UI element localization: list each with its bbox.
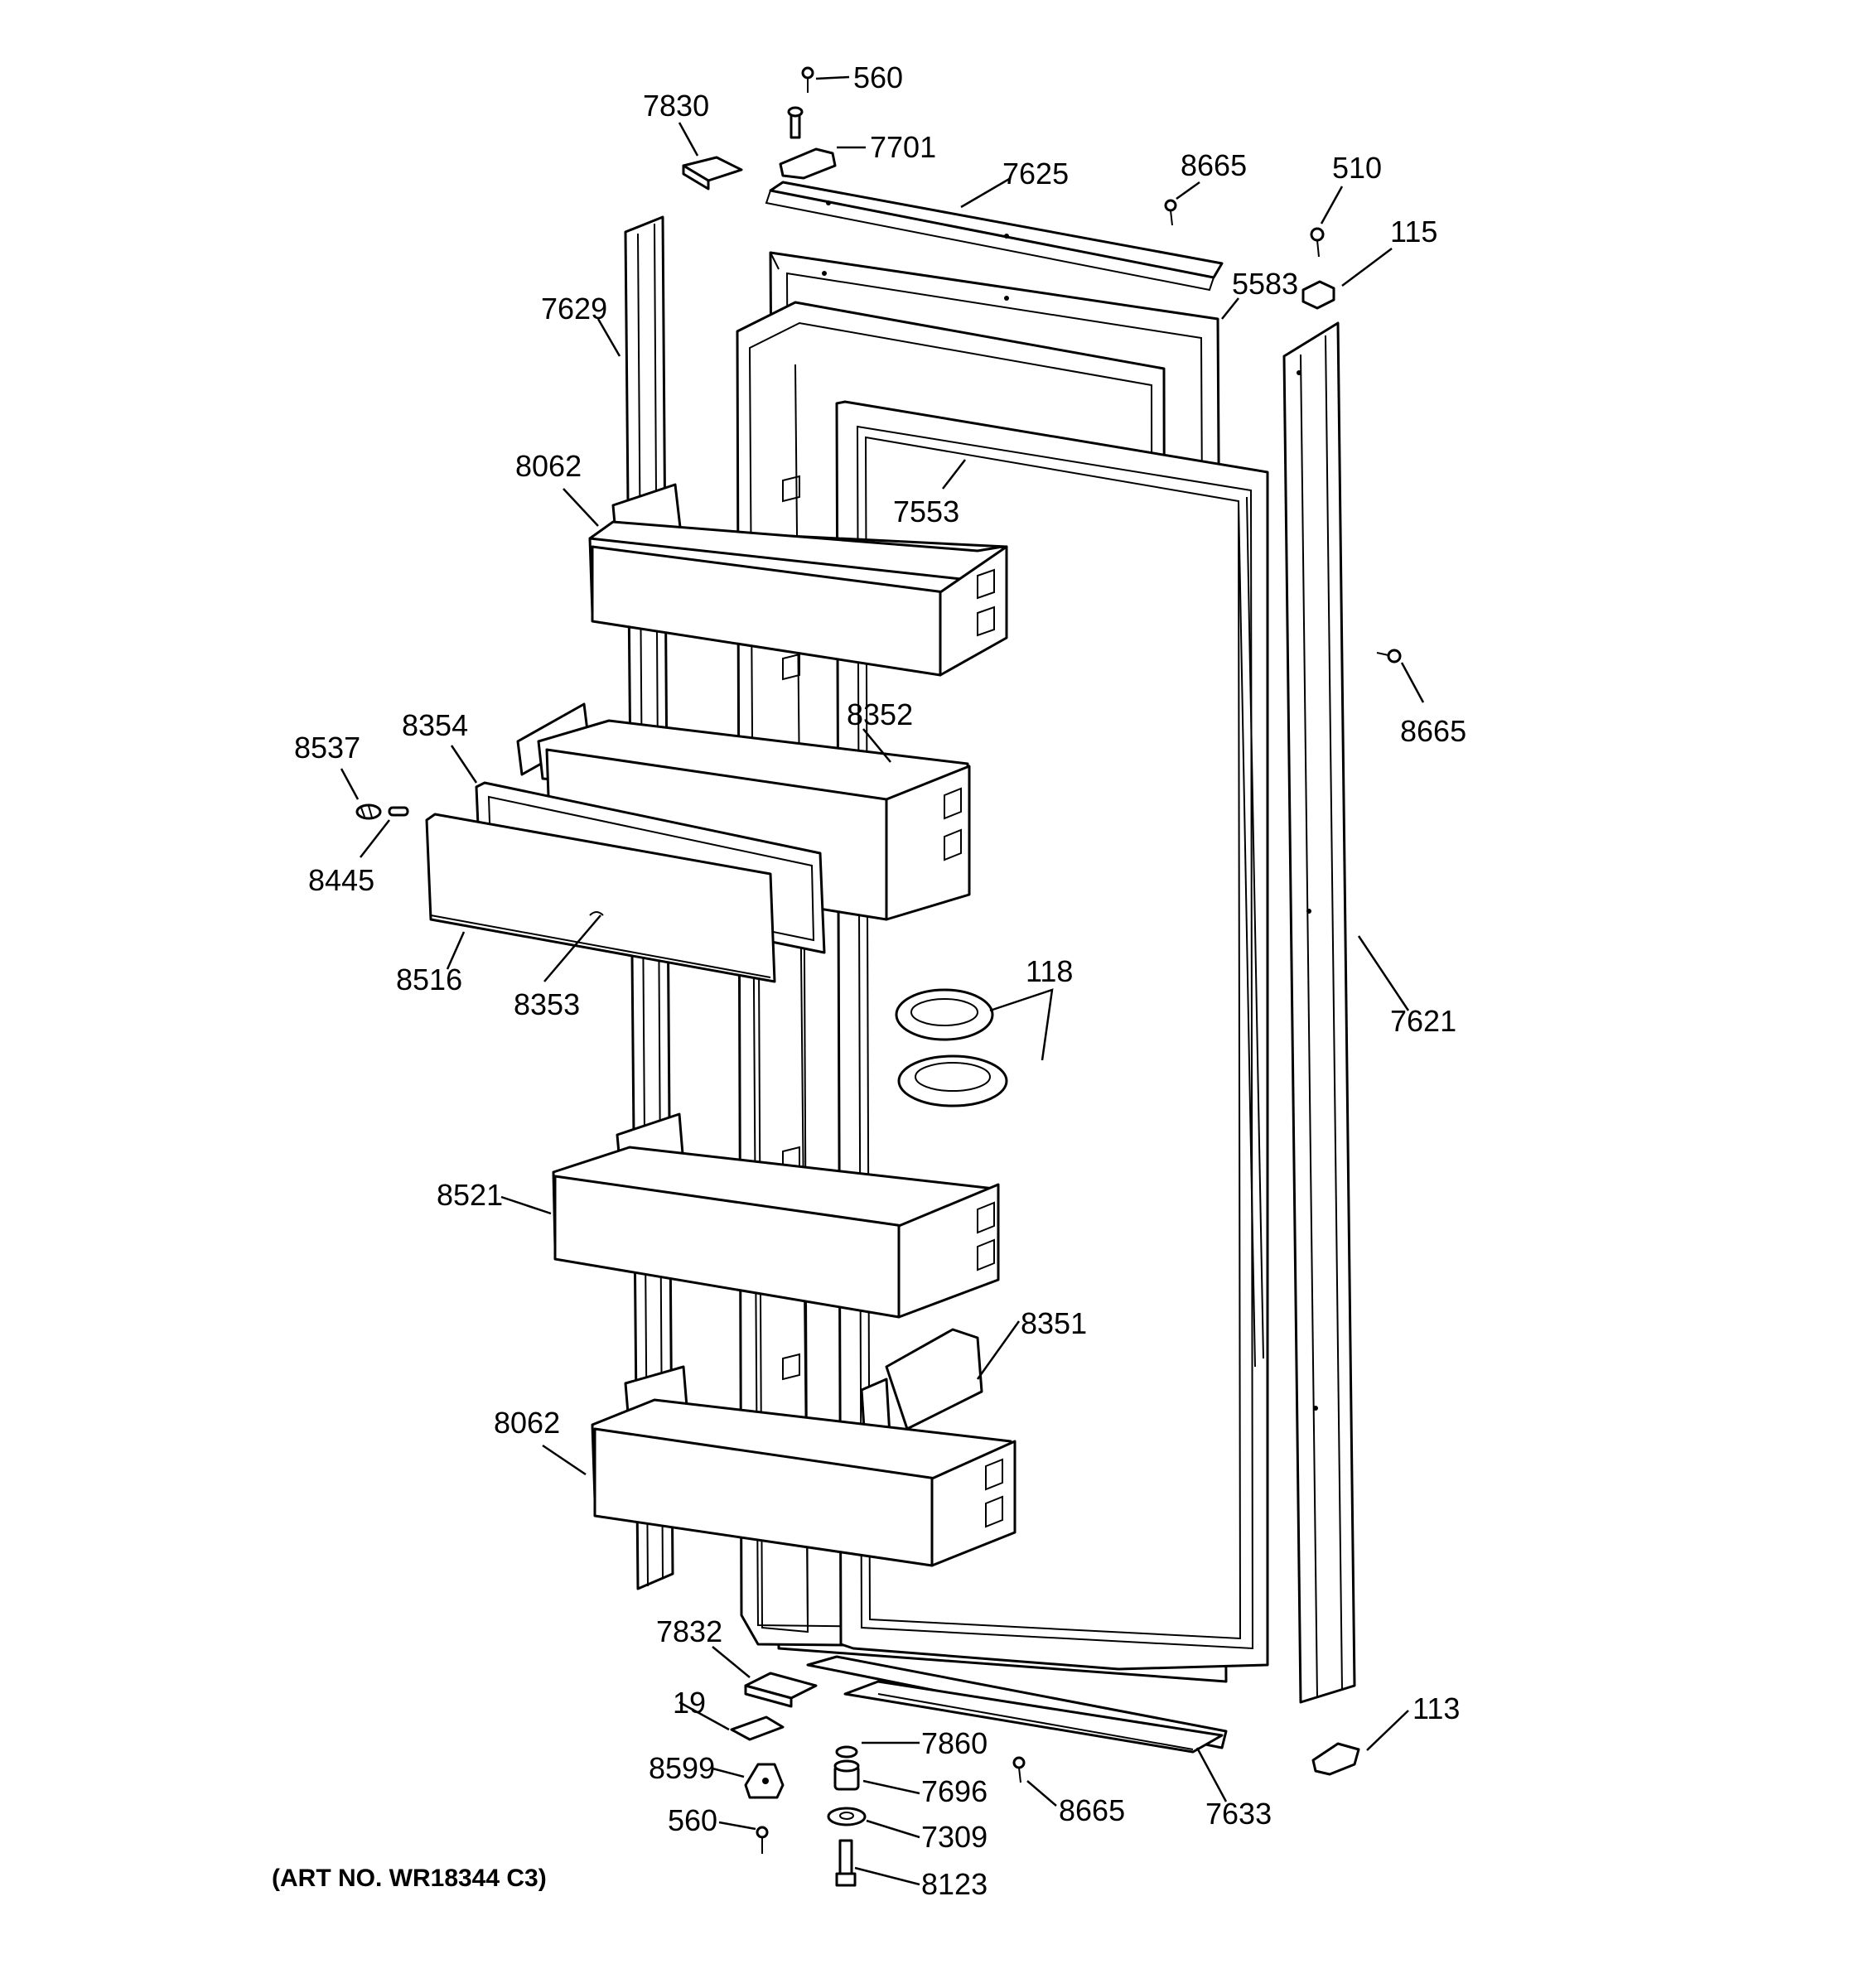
callout-7629: 7629: [541, 292, 607, 326]
callout-8351: 8351: [1021, 1306, 1087, 1340]
callout-118: 118: [1026, 954, 1073, 988]
callout-7553: 7553: [893, 495, 959, 528]
callout-7860: 7860: [921, 1726, 988, 1760]
callout-7830: 7830: [643, 89, 709, 123]
part-118-egg-tray: [895, 988, 1008, 1107]
callout-8062-top: 8062: [515, 449, 582, 483]
callout-8521: 8521: [437, 1178, 503, 1212]
part-7701-hinge: [779, 106, 837, 180]
callout-8665-right: 8665: [1400, 714, 1466, 748]
callout-8352: 8352: [847, 697, 913, 731]
callout-8516: 8516: [396, 963, 462, 996]
part-8521-door-bin-middle: [552, 1112, 1000, 1319]
part-7696-bushing: [833, 1759, 860, 1791]
screw-510: [1310, 227, 1325, 258]
callout-560-bottom: 560: [668, 1803, 717, 1837]
callout-8123: 8123: [921, 1867, 988, 1901]
part-8599-hinge-bracket: [744, 1763, 785, 1799]
art-number: (ART NO. WR18344 C3): [272, 1865, 547, 1892]
callout-7832: 7832: [656, 1614, 722, 1648]
part-115-hinge-cover: [1301, 280, 1335, 310]
part-8537-spring: [355, 803, 382, 820]
callout-8062-bottom: 8062: [494, 1406, 560, 1440]
callout-5583: 5583: [1232, 267, 1298, 301]
callout-7625: 7625: [1002, 157, 1069, 191]
callout-8537: 8537: [294, 731, 360, 765]
callout-113: 113: [1412, 1691, 1460, 1725]
part-8062-door-bin-upper: [588, 483, 1008, 677]
callout-7621: 7621: [1390, 1004, 1456, 1038]
callout-8445: 8445: [308, 863, 374, 897]
screw-560-bottom: [756, 1826, 769, 1854]
part-19-shim: [730, 1715, 785, 1741]
part-7625-top-cap: [765, 181, 1224, 292]
part-8516-compartment-door: [425, 813, 776, 983]
part-7621-trim-strip: [1282, 321, 1356, 1704]
callout-8665-top: 8665: [1181, 148, 1247, 182]
part-113-hinge-cover: [1311, 1742, 1360, 1776]
callout-8599: 8599: [649, 1751, 715, 1785]
callout-7696: 7696: [921, 1774, 988, 1808]
callout-7701: 7701: [870, 130, 936, 164]
leader-lines: [340, 75, 1425, 1886]
part-7633-bottom-cap: [806, 1655, 1228, 1754]
part-7830-hinge-cap: [682, 156, 743, 191]
part-8123-bolt: [835, 1839, 857, 1887]
screw-8665-right: [1376, 649, 1402, 663]
part-8062-door-bin-lower: [591, 1365, 1017, 1567]
callout-510: 510: [1332, 151, 1382, 185]
callout-19: 19: [673, 1686, 706, 1720]
callout-7633: 7633: [1205, 1797, 1272, 1831]
part-7309-washer: [827, 1807, 867, 1826]
screw-8665-bottom: [1012, 1756, 1026, 1783]
callout-560-top: 560: [853, 60, 903, 94]
callout-8354: 8354: [402, 708, 468, 742]
part-8445-pin: [388, 806, 409, 817]
screw-560-top: [801, 66, 814, 93]
callout-8665-bottom: 8665: [1059, 1793, 1125, 1827]
part-7832-hinge-plate: [744, 1672, 818, 1708]
callout-8353: 8353: [514, 987, 580, 1021]
callout-labels: 560 7830 7701 7625 8665 510 115 5583 762…: [294, 60, 1466, 1901]
part-7860-washer: [835, 1745, 858, 1759]
callout-115: 115: [1390, 215, 1437, 248]
screw-8665-top: [1164, 199, 1177, 226]
callout-7309: 7309: [921, 1820, 988, 1854]
